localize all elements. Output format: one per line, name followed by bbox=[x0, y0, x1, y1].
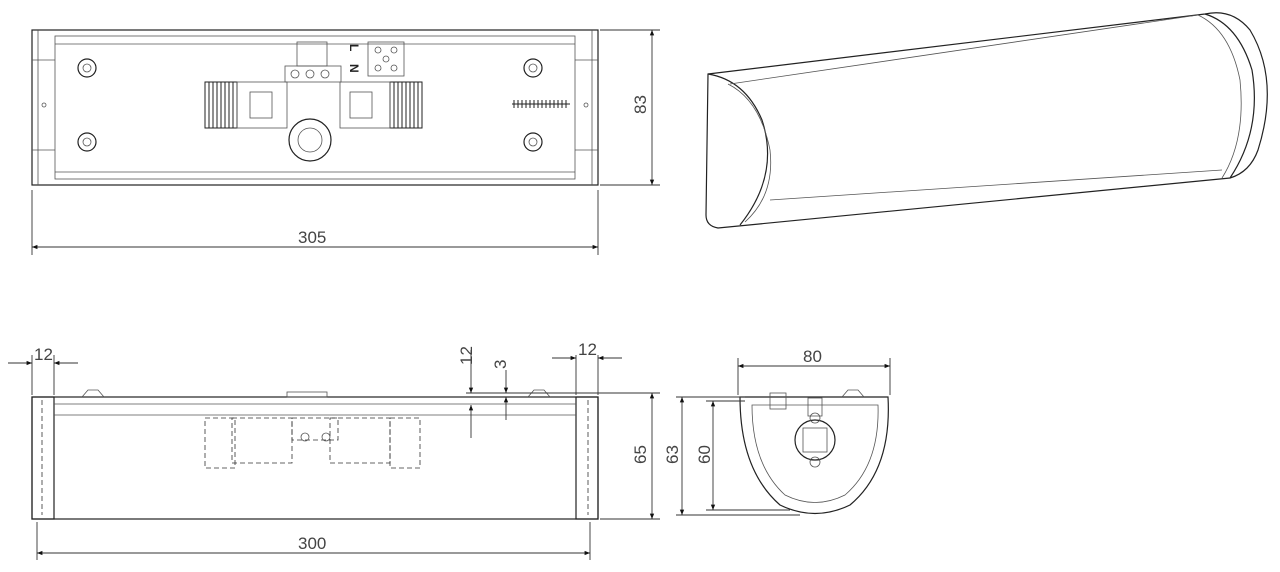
right-cap-dimension-12: 12 bbox=[578, 340, 597, 359]
length-dimension-300: 300 bbox=[298, 534, 326, 553]
end-height-dimension-63: 63 bbox=[663, 445, 682, 464]
lip-dimension-3: 3 bbox=[491, 360, 510, 369]
left-cap-dimension-12: 12 bbox=[34, 345, 53, 364]
width-dimension-305: 305 bbox=[298, 228, 326, 247]
isometric-view bbox=[705, 12, 1268, 229]
coil-icon bbox=[204, 81, 570, 129]
end-height-dimension-60: 60 bbox=[695, 445, 714, 464]
terminal-label-l: L bbox=[347, 44, 361, 51]
terminal-label-n: N bbox=[347, 64, 361, 73]
top-offset-dimension-12: 12 bbox=[457, 346, 476, 365]
top-view: L N 305 83 bbox=[31, 29, 660, 255]
height-dimension-65: 65 bbox=[631, 445, 650, 464]
end-width-dimension-80: 80 bbox=[803, 347, 822, 366]
end-view: 80 63 60 bbox=[663, 347, 891, 516]
side-view: 12 12 12 3 65 300 bbox=[8, 340, 660, 560]
height-dimension-83: 83 bbox=[631, 95, 650, 114]
screw-icon bbox=[77, 58, 543, 152]
